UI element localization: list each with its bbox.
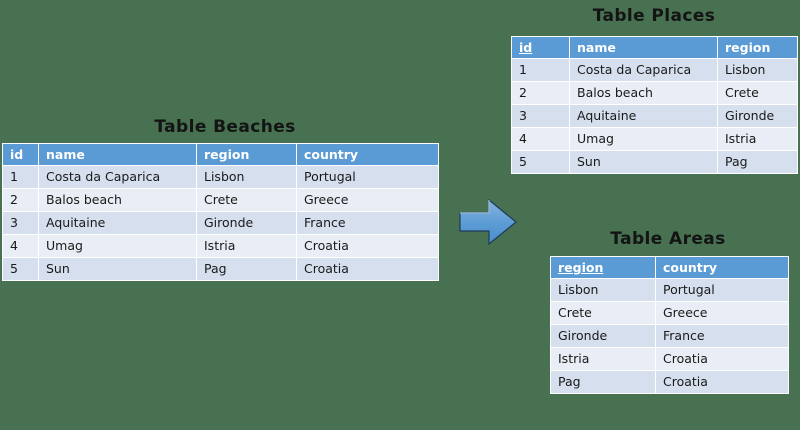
- cell-region: Gironde: [717, 104, 798, 128]
- cell-region: Lisbon: [196, 165, 297, 189]
- column-header-id: id: [2, 143, 39, 166]
- cell-name: Balos beach: [38, 188, 197, 212]
- arrow-right-icon: [459, 199, 517, 245]
- cell-region: Gironde: [196, 211, 297, 235]
- cell-region: Istria: [196, 234, 297, 258]
- table-places-title: Table Places: [592, 6, 716, 26]
- cell-id: 1: [2, 165, 39, 189]
- cell-country: Portugal: [655, 278, 789, 302]
- column-header-label: region: [204, 147, 250, 162]
- column-header-label: region: [558, 260, 604, 275]
- column-header-label: region: [725, 40, 771, 55]
- column-header-region: region: [717, 36, 798, 59]
- column-header-country: country: [296, 143, 439, 166]
- cell-region: Crete: [717, 81, 798, 105]
- column-header-label: country: [663, 260, 718, 275]
- cell-country: Greece: [655, 301, 789, 325]
- cell-id: 2: [511, 81, 570, 105]
- cell-country: Croatia: [296, 234, 439, 258]
- table-areas-header: region country: [550, 256, 789, 279]
- column-header-label: name: [46, 147, 85, 162]
- table-header-row: id name region country: [2, 143, 439, 166]
- cell-country: Croatia: [296, 257, 439, 281]
- column-header-name: name: [569, 36, 718, 59]
- cell-country: Greece: [296, 188, 439, 212]
- cell-name: Balos beach: [569, 81, 718, 105]
- column-header-region: region: [196, 143, 297, 166]
- cell-region: Lisbon: [717, 58, 798, 82]
- cell-id: 3: [511, 104, 570, 128]
- cell-country: Croatia: [655, 370, 789, 394]
- cell-name: Costa da Caparica: [569, 58, 718, 82]
- cell-region: Pag: [550, 370, 656, 394]
- cell-name: Umag: [38, 234, 197, 258]
- column-header-label: id: [519, 40, 533, 55]
- cell-name: Costa da Caparica: [38, 165, 197, 189]
- arrow-right-glyph: [459, 199, 517, 245]
- cell-region: Istria: [717, 127, 798, 151]
- cell-id: 5: [511, 150, 570, 174]
- cell-name: Aquitaine: [569, 104, 718, 128]
- table-beaches-title: Table Beaches: [154, 117, 296, 137]
- cell-name: Umag: [569, 127, 718, 151]
- cell-region: Pag: [196, 257, 297, 281]
- cell-region: Lisbon: [550, 278, 656, 302]
- cell-name: Sun: [569, 150, 718, 174]
- cell-id: 4: [2, 234, 39, 258]
- column-header-id: id: [511, 36, 570, 59]
- cell-region: Istria: [550, 347, 656, 371]
- cell-country: Portugal: [296, 165, 439, 189]
- column-header-label: id: [10, 147, 24, 162]
- cell-country: France: [296, 211, 439, 235]
- cell-name: Sun: [38, 257, 197, 281]
- column-header-label: country: [304, 147, 359, 162]
- cell-id: 5: [2, 257, 39, 281]
- cell-id: 2: [2, 188, 39, 212]
- cell-region: Pag: [717, 150, 798, 174]
- table-header-row: region country: [550, 256, 789, 279]
- cell-region: Gironde: [550, 324, 656, 348]
- table-areas-title: Table Areas: [610, 229, 726, 249]
- table-header-row: id name region: [511, 36, 798, 59]
- cell-country: Croatia: [655, 347, 789, 371]
- cell-region: Crete: [196, 188, 297, 212]
- cell-id: 3: [2, 211, 39, 235]
- table-beaches-header: id name region country: [2, 143, 439, 166]
- cell-id: 1: [511, 58, 570, 82]
- cell-id: 4: [511, 127, 570, 151]
- column-header-region: region: [550, 256, 656, 279]
- table-places-header: id name region: [511, 36, 798, 59]
- column-header-name: name: [38, 143, 197, 166]
- cell-country: France: [655, 324, 789, 348]
- column-header-label: name: [577, 40, 616, 55]
- column-header-country: country: [655, 256, 789, 279]
- cell-name: Aquitaine: [38, 211, 197, 235]
- cell-region: Crete: [550, 301, 656, 325]
